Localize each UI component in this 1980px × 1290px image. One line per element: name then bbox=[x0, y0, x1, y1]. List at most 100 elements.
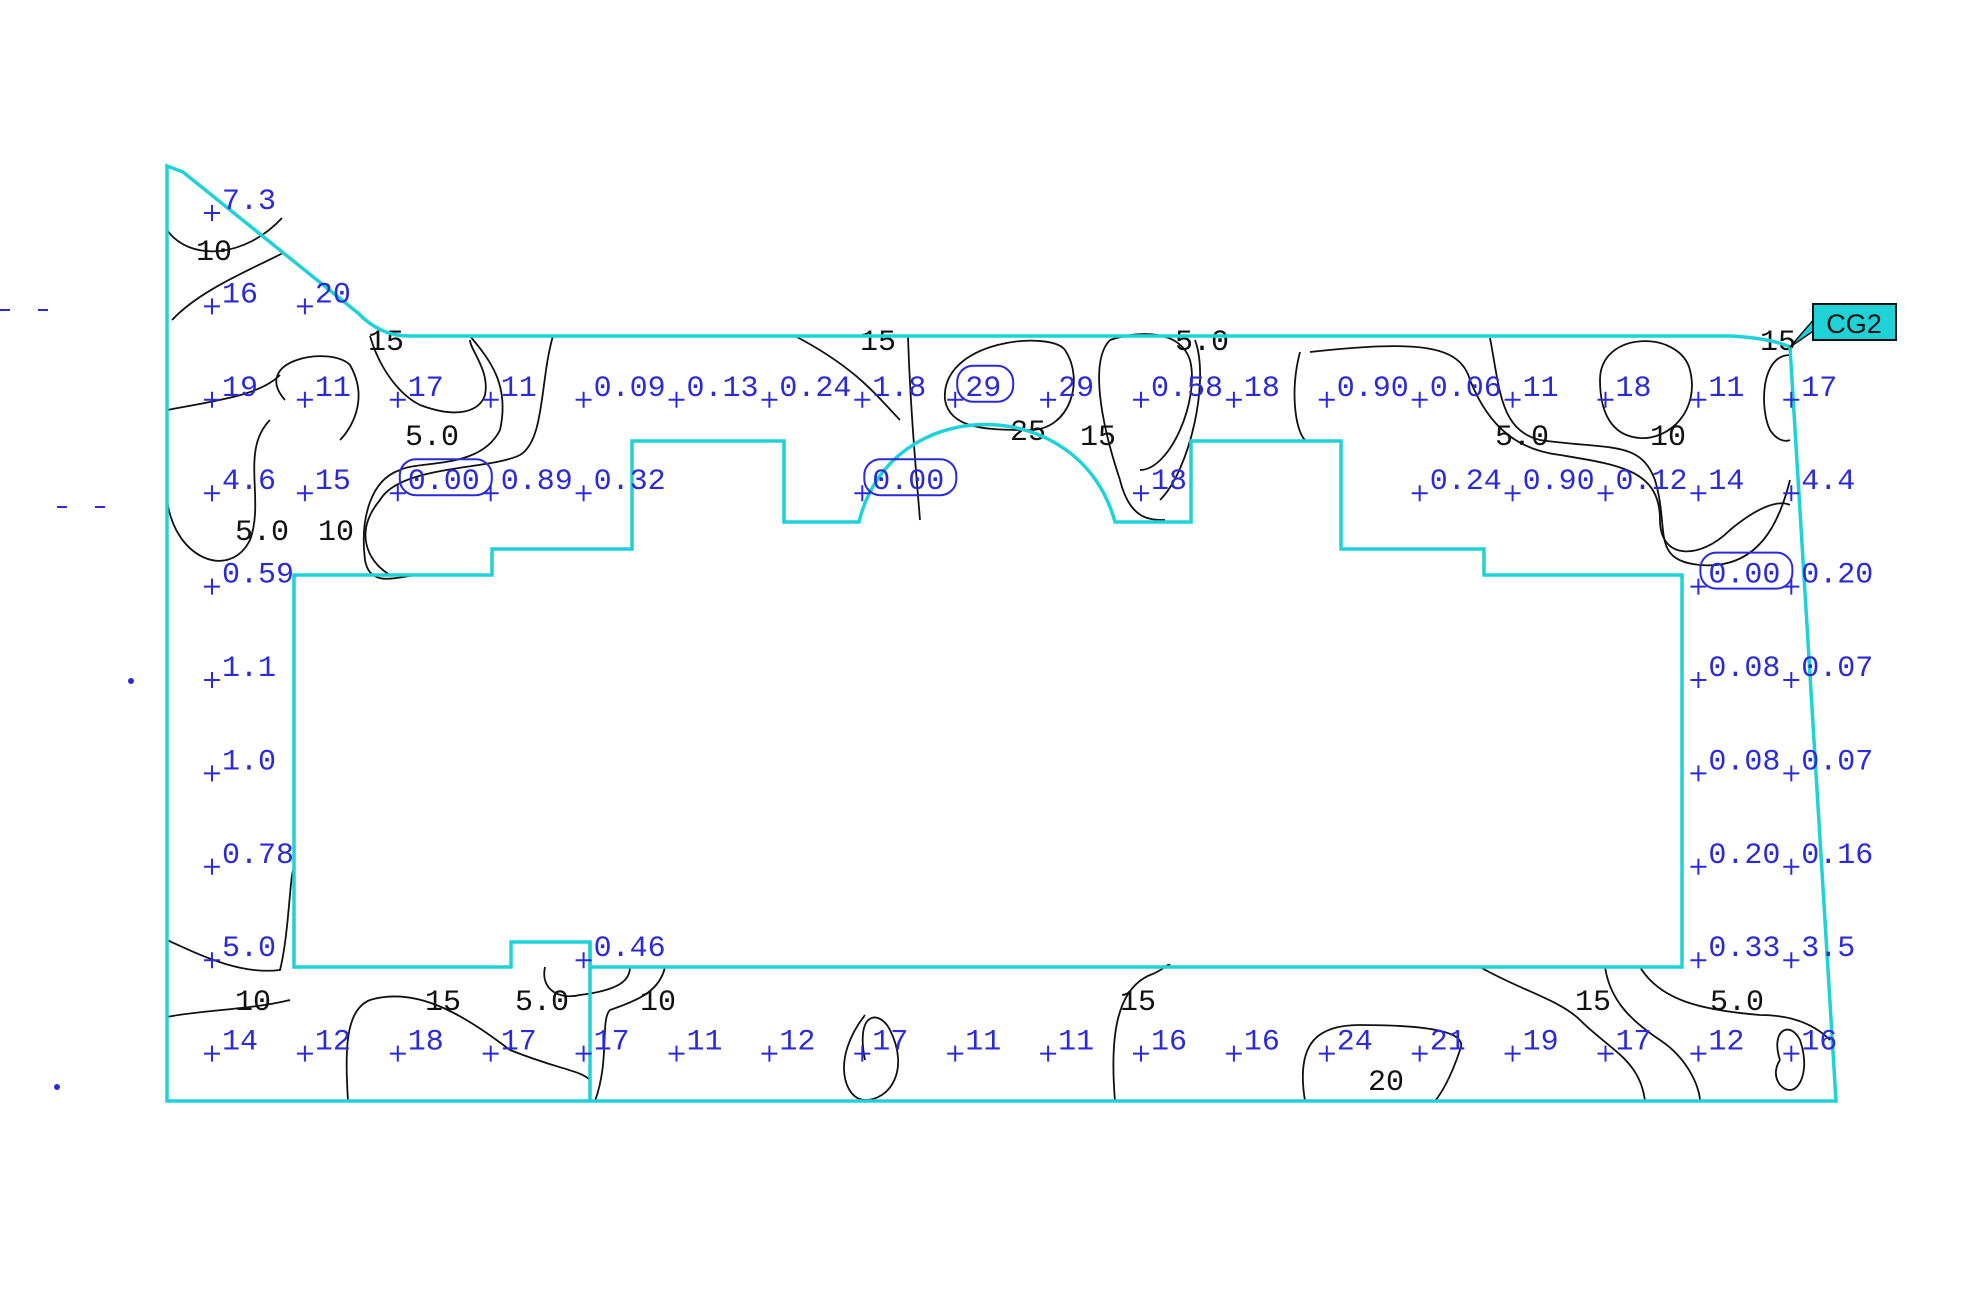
contour-label: 10 bbox=[196, 236, 232, 270]
grid-point-marker bbox=[1318, 391, 1335, 408]
building-outline bbox=[292, 422, 1684, 969]
illuminance-value: 12 bbox=[315, 1026, 351, 1060]
contour-label: 10 bbox=[1650, 421, 1686, 455]
grid-point-marker bbox=[204, 485, 220, 502]
grid-point-marker bbox=[204, 672, 220, 688]
contour-label: 5.0 bbox=[235, 516, 289, 550]
illuminance-value: 0.06 bbox=[1430, 372, 1502, 406]
contour-label: 15 bbox=[425, 986, 461, 1020]
grid-point-marker bbox=[204, 858, 220, 875]
grid-point-marker bbox=[1597, 485, 1614, 502]
illuminance-value: 21 bbox=[1430, 1026, 1466, 1060]
illuminance-value: 16 bbox=[1244, 1026, 1280, 1060]
illuminance-value: 20 bbox=[315, 278, 351, 312]
illuminance-value: 17 bbox=[501, 1026, 537, 1060]
site-boundary bbox=[165, 163, 1838, 1103]
grid-point-marker bbox=[1783, 1045, 1800, 1062]
circled-value-outline bbox=[863, 458, 958, 497]
contour-label: 15 bbox=[860, 326, 896, 360]
grid-point-marker bbox=[947, 1045, 964, 1062]
grid-point-marker bbox=[1597, 1045, 1614, 1062]
illuminance-value: 4.4 bbox=[1801, 465, 1855, 499]
isolux-contours: 10 5.0 15 5.0 25 5.0 15 10 5.0 15 10 15 … bbox=[166, 217, 1831, 1102]
illuminance-value: 11 bbox=[315, 372, 351, 406]
grid-point-marker bbox=[1783, 952, 1800, 969]
grid-point-marker bbox=[1318, 1045, 1335, 1062]
grid-point-marker bbox=[1690, 578, 1707, 595]
grid-point-marker bbox=[947, 391, 964, 408]
grid-point-marker bbox=[1411, 1045, 1428, 1062]
grid-point-marker bbox=[1783, 765, 1800, 782]
illuminance-value: 0.16 bbox=[1801, 839, 1873, 873]
illuminance-value: 15 bbox=[315, 465, 351, 499]
grid-point-marker bbox=[668, 1045, 685, 1062]
grid-point-marker bbox=[1133, 1045, 1149, 1062]
contour-label: 15 bbox=[1080, 421, 1116, 455]
illuminance-value: 0.08 bbox=[1708, 745, 1780, 779]
grid-point-marker bbox=[204, 391, 220, 408]
grid-point-marker bbox=[1225, 391, 1242, 408]
illuminance-value: 0.90 bbox=[1523, 465, 1595, 499]
illuminance-value: 17 bbox=[872, 1026, 908, 1060]
illuminance-value: 11 bbox=[1708, 372, 1744, 406]
illuminance-value: 29 bbox=[1058, 372, 1094, 406]
grid-point-marker bbox=[1040, 391, 1057, 408]
cg2-tag[interactable]: CG2 bbox=[1789, 303, 1897, 348]
illuminance-value: 0.59 bbox=[222, 559, 294, 593]
grid-point-marker bbox=[1690, 858, 1707, 875]
illuminance-value: 0.07 bbox=[1801, 652, 1873, 686]
contour-label: 5.0 bbox=[515, 986, 569, 1020]
grid-point-marker bbox=[1690, 485, 1707, 502]
illuminance-value: 0.58 bbox=[1151, 372, 1223, 406]
grid-point-marker bbox=[575, 485, 592, 502]
stray-marks bbox=[0, 309, 134, 1090]
illuminance-value: 0.20 bbox=[1708, 839, 1780, 873]
grid-point-marker bbox=[296, 485, 313, 502]
grid-point-marker bbox=[204, 1045, 220, 1062]
grid-point-marker bbox=[1133, 391, 1149, 408]
grid-point-marker bbox=[854, 1045, 871, 1062]
illuminance-value: 3.5 bbox=[1801, 932, 1855, 966]
illuminance-value: 19 bbox=[222, 372, 258, 406]
illuminance-value: 16 bbox=[1801, 1026, 1837, 1060]
circled-value-outline bbox=[956, 364, 1015, 403]
illuminance-value: 0.13 bbox=[687, 372, 759, 406]
contour-label: 10 bbox=[235, 986, 271, 1020]
illuminance-value: 0.00 bbox=[872, 465, 944, 499]
contour-label: 5.0 bbox=[405, 421, 459, 455]
illuminance-value: 18 bbox=[1244, 372, 1280, 406]
illuminance-value: 0.24 bbox=[1430, 465, 1502, 499]
illuminance-value: 1.1 bbox=[222, 652, 276, 686]
grid-point-marker bbox=[1783, 578, 1800, 595]
grid-point-marker bbox=[389, 1045, 406, 1062]
illuminance-value: 0.78 bbox=[222, 839, 294, 873]
illuminance-value: 0.08 bbox=[1708, 652, 1780, 686]
grid-point-marker bbox=[482, 485, 499, 502]
illuminance-value: 0.32 bbox=[594, 465, 666, 499]
grid-point-marker bbox=[575, 952, 592, 969]
grid-point-marker bbox=[296, 391, 313, 408]
illuminance-value: 18 bbox=[1151, 465, 1187, 499]
grid-point-marker bbox=[1783, 391, 1800, 408]
grid-point-marker bbox=[389, 391, 406, 408]
grid-point-marker bbox=[1690, 672, 1707, 688]
illuminance-value: 0.33 bbox=[1708, 932, 1780, 966]
grid-point-marker bbox=[296, 298, 313, 315]
illuminance-value: 18 bbox=[408, 1026, 444, 1060]
contour-label: 5.0 bbox=[1495, 421, 1549, 455]
grid-point-marker bbox=[204, 765, 220, 782]
illuminance-value: 24 bbox=[1337, 1026, 1373, 1060]
cg2-tag-label: CG2 bbox=[1826, 309, 1882, 339]
grid-point-marker bbox=[1690, 952, 1707, 969]
illuminance-value: 11 bbox=[501, 372, 537, 406]
grid-point-marker bbox=[1504, 485, 1521, 502]
illuminance-value: 4.6 bbox=[222, 465, 276, 499]
grid-point-marker bbox=[1597, 391, 1614, 408]
grid-point-marker bbox=[482, 391, 499, 408]
grid-point-marker bbox=[204, 952, 220, 969]
illuminance-value: 11 bbox=[1523, 372, 1559, 406]
grid-point-marker bbox=[204, 205, 220, 221]
illuminance-value: 0.07 bbox=[1801, 745, 1873, 779]
illuminance-value: 1.0 bbox=[222, 745, 276, 779]
